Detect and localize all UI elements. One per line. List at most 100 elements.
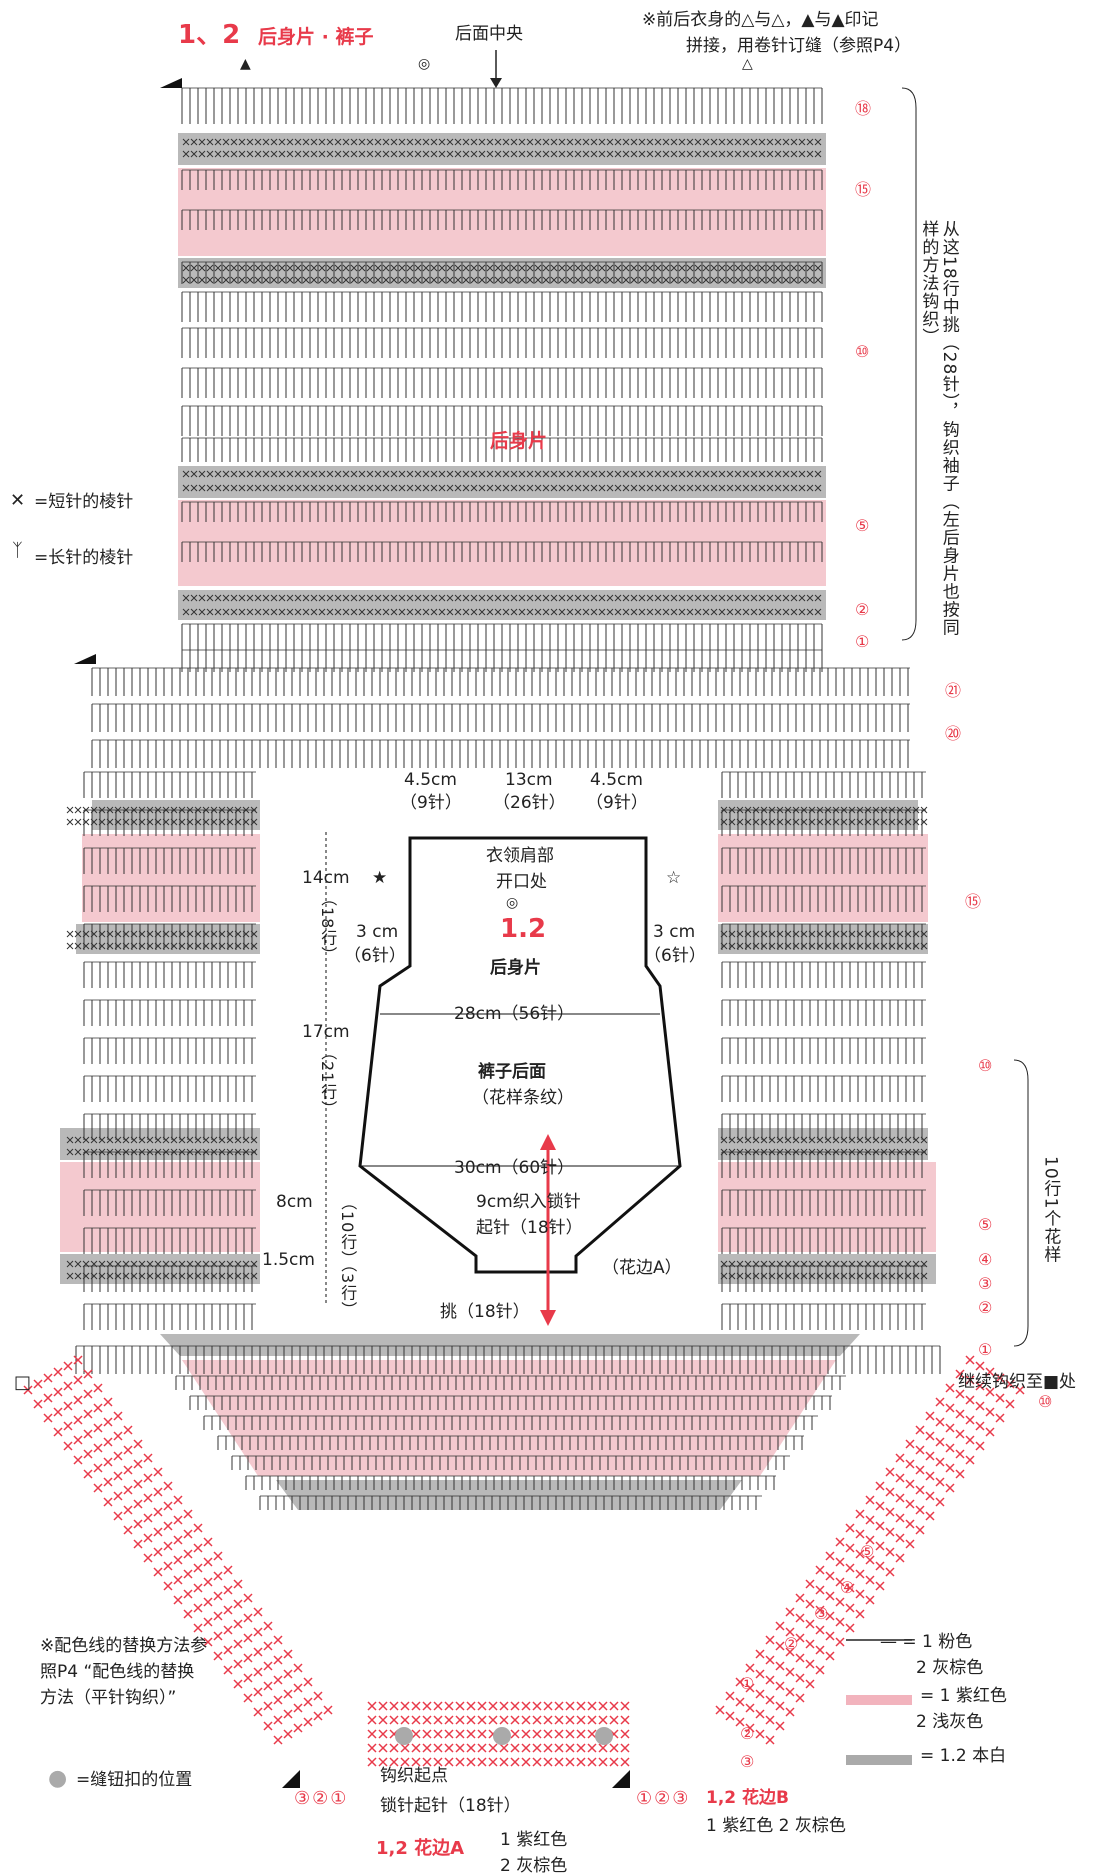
red-x-stitch (925, 1471, 935, 1481)
red-x-stitch (845, 1583, 855, 1593)
note-top-line1: ※前后衣身的△与△，▲与▲印记 (642, 10, 879, 30)
red-x-stitch (43, 1393, 53, 1403)
sc-stitch (114, 1260, 122, 1268)
red-x-stitch (93, 1403, 103, 1413)
red-x-stitch (163, 1561, 173, 1571)
sc-stitch (518, 150, 526, 158)
red-x-stitch (835, 1597, 845, 1607)
sc-stitch (382, 484, 390, 492)
sc-stitch (242, 1136, 250, 1144)
sc-stitch (784, 806, 792, 814)
sc-stitch (210, 1272, 218, 1280)
sc-stitch (526, 138, 534, 146)
sc-stitch (646, 484, 654, 492)
sc-stitch (342, 276, 350, 284)
red-x-stitch (576, 1743, 586, 1753)
red-x-stitch (422, 1701, 432, 1711)
sc-stitch (614, 264, 622, 272)
sc-stitch (422, 470, 430, 478)
sc-stitch (74, 942, 82, 950)
sc-stitch (242, 1272, 250, 1280)
sc-stitch (206, 608, 214, 616)
red-x-stitch (521, 1729, 531, 1739)
sc-stitch (278, 484, 286, 492)
red-x-stitch (815, 1585, 825, 1595)
sc-stitch (736, 942, 744, 950)
red-x-stitch (755, 1649, 765, 1659)
red-x-stitch (845, 1543, 855, 1553)
sc-stitch (590, 138, 598, 146)
red-x-stitch (303, 1717, 313, 1727)
sc-stitch (214, 264, 222, 272)
right-step-cm: 3 cm (653, 922, 696, 942)
sc-stitch (462, 264, 470, 272)
red-x-stitch (233, 1599, 243, 1609)
red-x-stitch (263, 1701, 273, 1711)
red-x-stitch (243, 1653, 253, 1663)
sc-stitch (840, 1136, 848, 1144)
sc-stitch (186, 1272, 194, 1280)
pants-row-3: ③ (978, 1274, 993, 1293)
sc-stitch (138, 818, 146, 826)
red-x-stitch (955, 1389, 965, 1399)
sc-stitch (226, 930, 234, 938)
sc-stitch (848, 1272, 856, 1280)
sc-stitch (90, 806, 98, 814)
sc-stitch (286, 484, 294, 492)
sc-stitch (678, 594, 686, 602)
red-x-stitch (587, 1743, 597, 1753)
red-x-stitch (378, 1701, 388, 1711)
red-x-stitch (389, 1715, 399, 1725)
sc-stitch (206, 470, 214, 478)
red-x-stitch (805, 1579, 815, 1589)
sc-stitch (198, 138, 206, 146)
red-x-stitch (477, 1729, 487, 1739)
sc-stitch (752, 942, 760, 950)
sc-stitch (358, 594, 366, 602)
sc-stitch (726, 594, 734, 602)
red-x-stitch (576, 1729, 586, 1739)
sc-stitch (250, 942, 258, 950)
gray-band (178, 590, 826, 620)
sc-stitch (438, 608, 446, 616)
red-x-stitch (745, 1703, 755, 1713)
red-x-stitch (173, 1595, 183, 1605)
sc-stitch (446, 264, 454, 272)
sc-stitch (390, 264, 398, 272)
red-x-stitch (925, 1431, 935, 1441)
red-x-stitch (113, 1411, 123, 1421)
sc-stitch (270, 594, 278, 602)
sc-stitch (744, 806, 752, 814)
red-x-stitch (510, 1701, 520, 1711)
sc-stitch (832, 818, 840, 826)
sc-stitch (638, 138, 646, 146)
sc-stitch (302, 470, 310, 478)
sc-stitch (238, 608, 246, 616)
sc-stitch (760, 942, 768, 950)
sc-stitch (326, 276, 334, 284)
sc-stitch (694, 264, 702, 272)
sc-stitch (920, 1148, 928, 1156)
red-x-stitch (433, 1729, 443, 1739)
sc-stitch (582, 470, 590, 478)
sc-stitch (210, 818, 218, 826)
sc-stitch (598, 276, 606, 284)
red-x-stitch (233, 1579, 243, 1589)
sc-stitch (872, 942, 880, 950)
red-x-stitch (323, 1705, 333, 1715)
sc-stitch (178, 818, 186, 826)
sc-stitch (358, 150, 366, 158)
sc-stitch (752, 1260, 760, 1268)
sc-stitch (246, 594, 254, 602)
sc-stitch (734, 138, 742, 146)
sc-stitch (358, 608, 366, 616)
sc-stitch (178, 806, 186, 814)
sc-stitch (154, 1136, 162, 1144)
sc-stitch (832, 1148, 840, 1156)
sc-stitch (194, 1136, 202, 1144)
sc-stitch (278, 264, 286, 272)
red-x-stitch (273, 1695, 283, 1705)
sc-stitch (182, 138, 190, 146)
sc-stitch (254, 484, 262, 492)
sc-stitch (808, 806, 816, 814)
